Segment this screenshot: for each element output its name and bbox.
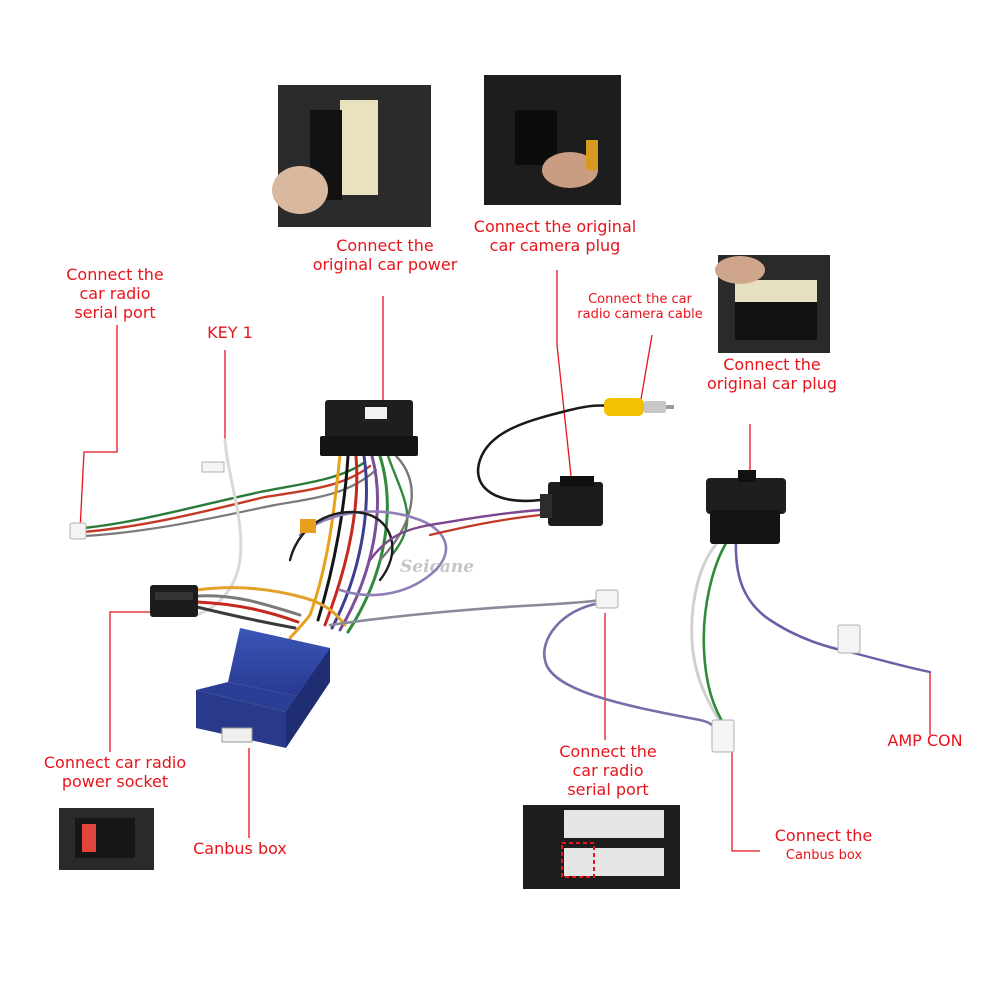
photo-power-socket — [59, 808, 154, 870]
canbus-connector — [711, 719, 735, 753]
label-key1: KEY 1 — [207, 323, 253, 342]
label-power-socket: Connect car radio power socket — [43, 753, 187, 791]
key1-tag — [201, 461, 225, 473]
label-amp-con: AMP CON — [887, 731, 963, 750]
callout-lines — [79, 270, 931, 852]
radio-power-socket — [150, 585, 198, 617]
original-power-plug — [300, 400, 418, 533]
photo-camera-plug — [484, 75, 621, 205]
leader-canbus-small — [731, 748, 760, 852]
label-serial-port-left: Connect the car radio serial port — [66, 265, 164, 322]
label-original-plug: Connect the original car plug — [706, 355, 838, 393]
serial-port-connector-left — [69, 522, 87, 540]
label-connect-the: Connect the — [774, 826, 873, 845]
canbus-box — [196, 628, 330, 748]
serial-port-connector-bottom — [595, 589, 619, 609]
label-camera-cable: Connect the car radio camera cable — [577, 292, 703, 323]
photo-original-plug — [715, 255, 830, 353]
leader-power-socket — [109, 611, 152, 752]
photo-serial-port — [523, 805, 680, 889]
photo-original-power — [272, 85, 431, 227]
wire-harness — [82, 404, 932, 737]
rca-camera-connector — [604, 398, 674, 416]
label-original-power: Connect the original car power — [312, 236, 458, 274]
leader-serial-left — [79, 325, 118, 531]
white-connectors — [69, 461, 861, 753]
label-camera-plug: Connect the original car camera plug — [473, 217, 637, 255]
camera-plug — [540, 476, 603, 526]
amp-con-tag — [837, 624, 861, 654]
label-canbus-box: Canbus box — [193, 839, 287, 858]
label-canbus-box-small: Canbus box — [785, 848, 863, 863]
leader-camera-cable — [639, 334, 653, 406]
watermark: Seicane — [400, 557, 475, 577]
original-car-plug — [706, 470, 786, 544]
leader-camera-plug — [556, 270, 573, 486]
label-serial-port-bottom: Connect the car radio serial port — [559, 742, 657, 799]
